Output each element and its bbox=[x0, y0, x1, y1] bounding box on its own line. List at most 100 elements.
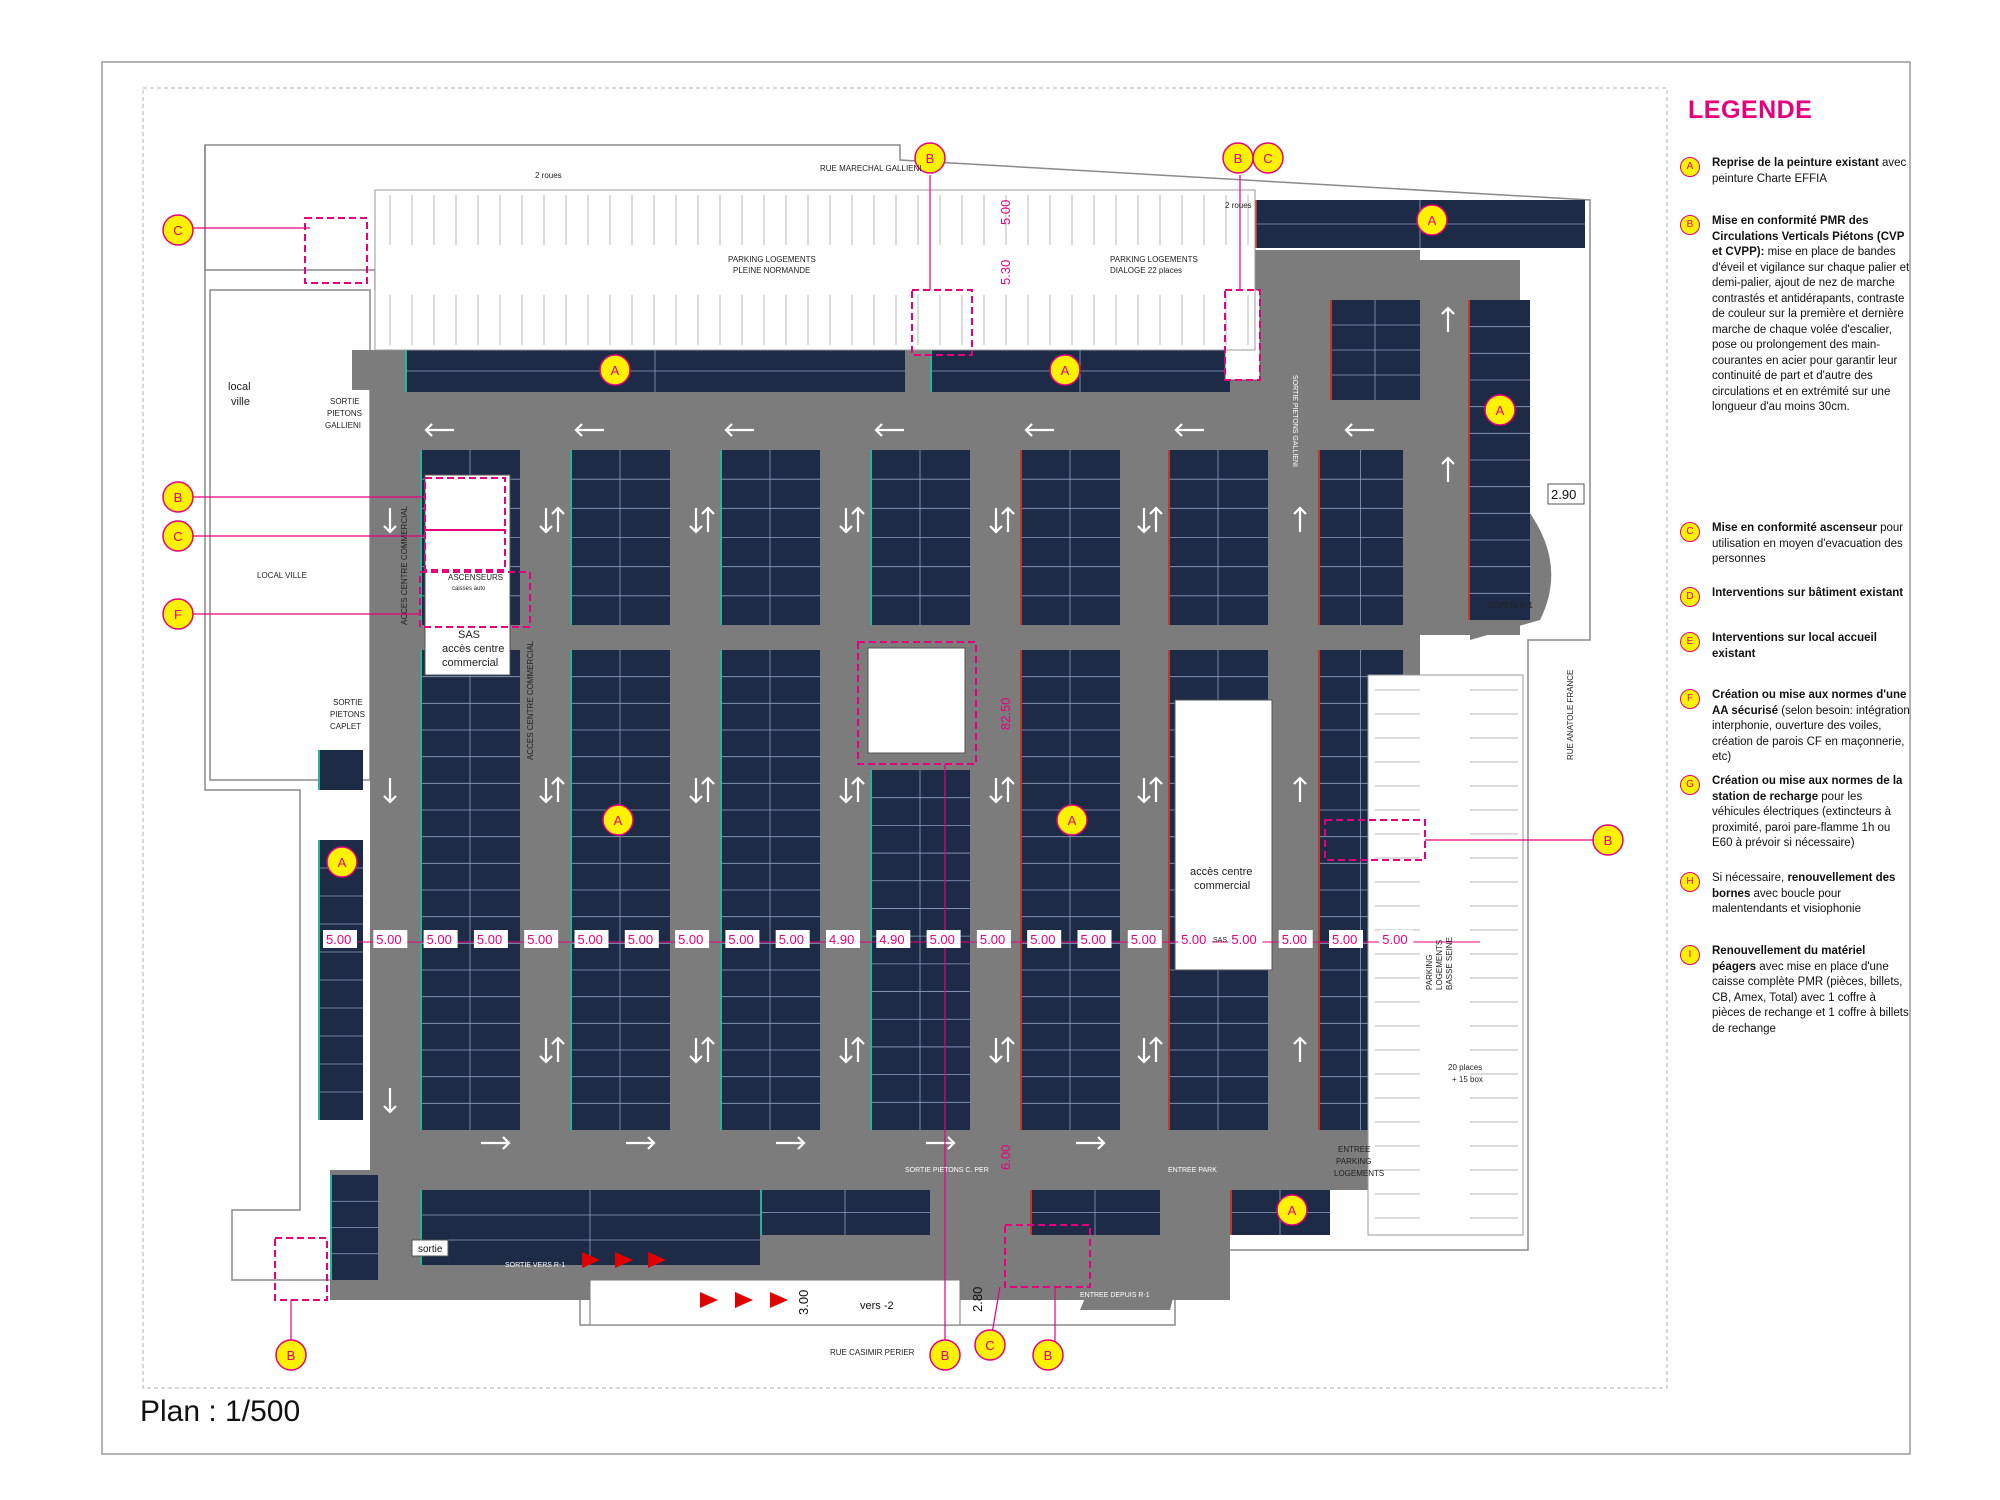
exit-triangle bbox=[582, 1252, 600, 1268]
legend-text: Reprise de la peinture existant avec pei… bbox=[1712, 157, 1907, 185]
two-wheels-label: 2 roues bbox=[535, 171, 562, 180]
callout-marker bbox=[929, 1339, 961, 1371]
arrow-horizontal bbox=[776, 1136, 806, 1150]
entree-logements-label: ENTREE bbox=[1338, 1145, 1370, 1154]
stall-block bbox=[318, 750, 363, 790]
arrow-vertical bbox=[1441, 306, 1455, 332]
stair-core-center bbox=[867, 647, 966, 754]
local-ville-label: local bbox=[228, 381, 251, 393]
dimension-value: 5.00 bbox=[376, 932, 401, 947]
arrow-horizontal bbox=[926, 1136, 956, 1150]
dimension-value: 5.00 bbox=[527, 932, 552, 947]
dimension-value: 5.00 bbox=[1131, 932, 1156, 947]
dimension-box bbox=[1228, 930, 1263, 948]
dimension-box bbox=[1127, 930, 1162, 948]
callout-marker bbox=[162, 214, 194, 246]
legend-marker: D bbox=[1680, 587, 1700, 607]
arrow-vertical bbox=[1293, 1036, 1307, 1062]
callout-marker bbox=[599, 354, 631, 386]
legend-marker: I bbox=[1680, 945, 1700, 965]
dimension-value: 5.00 bbox=[1231, 932, 1256, 947]
dimension-value: 5.00 bbox=[477, 932, 502, 947]
arrow-vertical bbox=[539, 1038, 553, 1064]
legend-text: Mise en conformité PMR des Circulations … bbox=[1712, 215, 1910, 413]
right-stall-lines bbox=[1375, 689, 1518, 1219]
sortie-caplet-label-3: CAPLET bbox=[330, 722, 361, 731]
sas-access-block bbox=[424, 474, 511, 676]
callout-marker bbox=[602, 804, 634, 836]
dimension-box bbox=[725, 930, 760, 948]
parking-basse-seine bbox=[1367, 674, 1524, 1236]
arrow-vertical bbox=[1149, 1036, 1163, 1062]
street-gallieni: RUE MARECHAL GALLIENI bbox=[820, 164, 922, 173]
arrow-vertical bbox=[1001, 776, 1015, 802]
dimension-box bbox=[1027, 930, 1062, 948]
callout-marker bbox=[1252, 142, 1284, 174]
callout-marker-letter: C bbox=[1263, 151, 1272, 166]
dimension-value: 5.00 bbox=[779, 932, 804, 947]
entree-park-label: ENTREE PARK bbox=[1168, 1167, 1217, 1174]
arrow-horizontal bbox=[481, 1136, 511, 1150]
arrow-vertical bbox=[383, 778, 397, 804]
arrow-vertical bbox=[551, 1036, 565, 1062]
drawing-frame bbox=[142, 87, 1668, 1389]
leader-lines bbox=[190, 175, 1600, 1346]
parking-dialoge-label: PARKING LOGEMENTS bbox=[1110, 255, 1198, 264]
dimension-box bbox=[1178, 930, 1213, 948]
callout-marker-letter: A bbox=[338, 855, 347, 870]
dimension-value: 4.90 bbox=[879, 932, 904, 947]
exit-triangles bbox=[582, 1252, 788, 1308]
callout-marker bbox=[1056, 804, 1088, 836]
dimension-box bbox=[876, 930, 911, 948]
exit-triangle bbox=[700, 1292, 718, 1308]
callout-marker-letter: B bbox=[174, 490, 183, 505]
parking-pleine-label-2: PLEINE NORMANDE bbox=[733, 266, 810, 275]
dimension-box bbox=[524, 930, 559, 948]
parking-basse-label-3: BASSE SEINE bbox=[1445, 937, 1454, 990]
arrow-vertical bbox=[539, 778, 553, 804]
arrow-horizontal bbox=[1076, 1136, 1106, 1150]
arrow-vertical bbox=[851, 1036, 865, 1062]
arrow-horizontal bbox=[1174, 423, 1204, 437]
sortie-gallieni-label-3: GALLIENI bbox=[325, 421, 361, 430]
arrow-vertical bbox=[1001, 506, 1015, 532]
sortie-pietons-gallieni-v: SORTIE PIETONS GALLIENI bbox=[1291, 375, 1298, 467]
callout-marker-letter: B bbox=[1604, 833, 1613, 848]
dimension-box bbox=[423, 930, 458, 948]
local-ville-label-2: ville bbox=[231, 396, 250, 408]
depuis-r1-label: DEPUIS R-1 bbox=[1488, 601, 1533, 610]
arrow-vertical bbox=[689, 1038, 703, 1064]
dimension-box bbox=[826, 930, 860, 948]
dimension-box bbox=[323, 930, 357, 948]
street-anatole: RUE ANATOLE FRANCE bbox=[1566, 670, 1575, 760]
acces-centre-vertical-2: ACCES CENTRE COMMERCIAL bbox=[526, 640, 535, 760]
intervention-zones bbox=[274, 217, 1426, 1301]
arrow-horizontal bbox=[626, 1136, 656, 1150]
callout-marker-letter: A bbox=[1068, 813, 1077, 828]
arrow-horizontal bbox=[1024, 423, 1054, 437]
dimension-box bbox=[775, 930, 810, 948]
street-casimir: RUE CASIMIR PERIER bbox=[830, 1348, 915, 1357]
callout-marker-letter: C bbox=[173, 223, 182, 238]
traffic-arrows bbox=[383, 306, 1455, 1150]
sas-label-2: accès centre bbox=[442, 643, 504, 655]
dim-280: 2.80 bbox=[970, 1287, 985, 1312]
legend-title: LEGENDE bbox=[1688, 96, 1813, 124]
zone-c-topleft bbox=[304, 217, 368, 284]
arrow-vertical bbox=[1293, 776, 1307, 802]
arrow-vertical bbox=[989, 778, 1003, 804]
places-label-2: + 15 box bbox=[1452, 1075, 1483, 1084]
callout-marker bbox=[974, 1329, 1006, 1361]
callout-marker bbox=[1484, 394, 1516, 426]
plan-scale-label: Plan : 1/500 bbox=[140, 1395, 301, 1428]
dim-290-box bbox=[1547, 483, 1585, 505]
entree-logements-label-2: PARKING bbox=[1336, 1157, 1371, 1166]
arrow-vertical bbox=[383, 1088, 397, 1114]
callout-marker bbox=[1416, 204, 1448, 236]
parking-dialoge-label-2: DIALOGE 22 places bbox=[1110, 266, 1182, 275]
